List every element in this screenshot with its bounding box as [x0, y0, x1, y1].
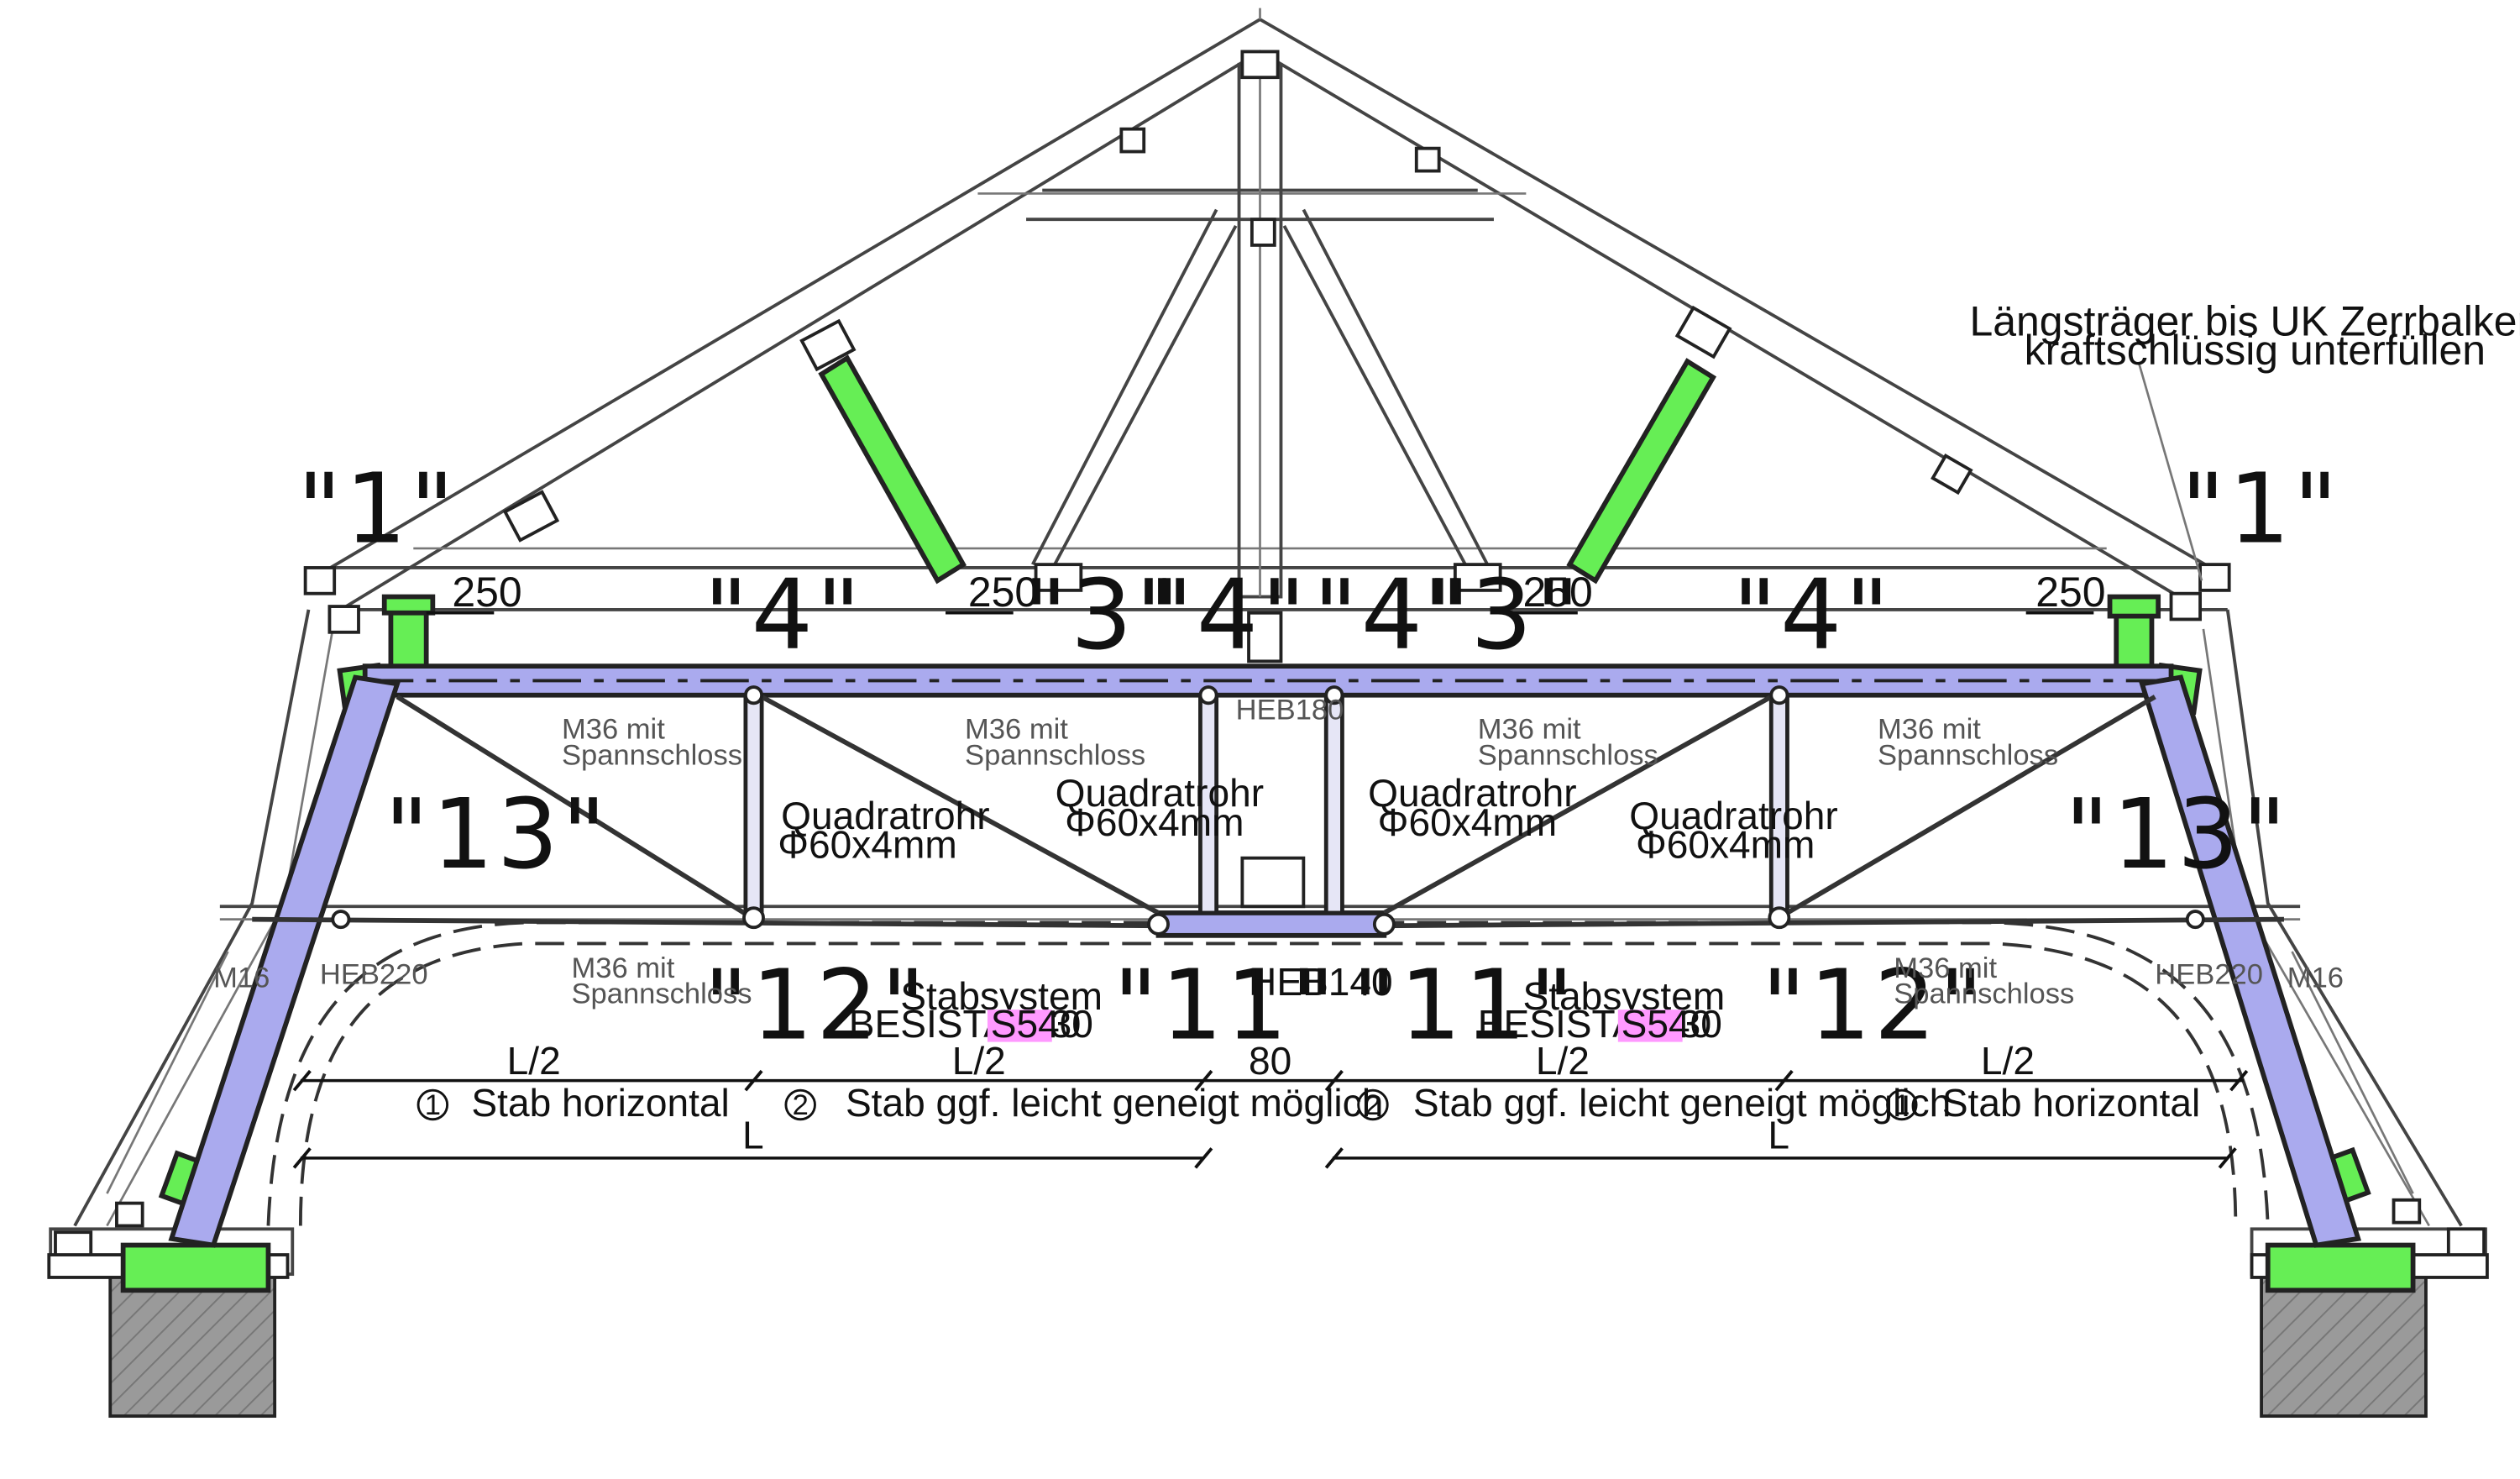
span-gap-label: 80 [1249, 1039, 1291, 1083]
quadratrohr-title: Quadratrohr [1056, 771, 1264, 815]
zone-label-3: "3" [1023, 559, 1183, 672]
rod-label-m36: M36 mit [1878, 714, 1981, 746]
rod-label-spannschloss: Spannschloss [562, 739, 742, 771]
zone-label-4: "4" [704, 559, 864, 672]
marker-2: 2 [793, 1089, 809, 1121]
quadratrohr-title: Quadratrohr [781, 794, 989, 837]
zone-label-12-left: "12" [704, 950, 929, 1062]
bolt-m16-right: M16 [2287, 962, 2344, 994]
stab-horizontal-label: Stab horizontal [1942, 1081, 2200, 1125]
marker-1: 1 [425, 1089, 441, 1121]
profile-heb220-right: HEB220 [2155, 958, 2263, 990]
masonry-walls [47, 1253, 2489, 1419]
bolt-m16-left: M16 [213, 962, 270, 994]
quadratrohr-labels: Quadratrohr Φ60x4mm Quadratrohr Φ60x4mm … [778, 771, 1837, 866]
zone-label-11-left: "11" [1113, 950, 1339, 1062]
dim-250-right: 250 [2035, 569, 2105, 616]
marker-1: 1 [1894, 1089, 1910, 1121]
profile-heb140: HEB140 [1249, 960, 1393, 1004]
marker-2: 2 [1365, 1089, 1380, 1121]
annotation-note: Längsträger bis UK Zerrbalken kraftschlü… [1969, 297, 2520, 374]
span-half-label: L/2 [952, 1039, 1006, 1083]
quadratrohr-title: Quadratrohr [1629, 794, 1837, 837]
span-full-label: L [742, 1113, 764, 1156]
tension-rods [252, 685, 2284, 936]
profile-heb180: HEB180 [1236, 694, 1344, 726]
zone-label-11-right: "11" [1352, 950, 1577, 1062]
rod-label-spannschloss: Spannschloss [1894, 978, 2074, 1010]
span-labels: L/2 L/2 80 L/2 L/2 L L 1 Stab horizontal… [417, 1039, 2200, 1156]
quadratrohr-size: Φ60x4mm [1065, 800, 1244, 844]
profile-heb220-left: HEB220 [320, 958, 428, 990]
rod-label-spannschloss: Spannschloss [1878, 739, 2058, 771]
span-half-label: L/2 [1536, 1039, 1590, 1083]
rod-label-m36: M36 mit [562, 714, 665, 746]
zone-label-13-right: "13" [2065, 779, 2290, 891]
zone-label-1-left: "1" [297, 453, 458, 565]
span-half-label: L/2 [507, 1039, 561, 1083]
purlin-blocks [54, 50, 2486, 1270]
stab-horizontal-label: Stab horizontal [471, 1081, 729, 1125]
rod-label-m36: M36 mit [1894, 952, 1997, 984]
note-line-1: Längsträger bis UK Zerrbalken [1969, 297, 2520, 344]
stabsystem-grade: S540 [1621, 1002, 1712, 1046]
stabsystem-spec: BESISTA M30 [849, 1002, 1093, 1046]
note-line-2: kraftschlüssig unterfüllen [2025, 327, 2486, 374]
steel-frame [168, 663, 2362, 1248]
rod-label-m36: M36 mit [965, 714, 1068, 746]
rod-label-spannschloss: Spannschloss [1478, 739, 1658, 771]
stabsystem-labels: Stabsystem BESISTA M30 S540 Stabsystem B… [849, 974, 1725, 1046]
zone-label-4: "4" [1313, 559, 1474, 672]
zone-label-13-left: "13" [385, 779, 610, 891]
stabsystem-grade: S540 [991, 1002, 1082, 1046]
dim-250: 250 [968, 569, 1038, 616]
dimension-lines [292, 362, 2249, 1169]
rod-label-spannschloss: Spannschloss [571, 978, 752, 1010]
rod-label-m36: M36 mit [571, 952, 674, 984]
quadratrohr-size: Φ60x4mm [778, 823, 956, 867]
rod-labels: M36 mit Spannschloss M36 mit Spannschlos… [562, 714, 2074, 1010]
span-half-label: L/2 [1981, 1039, 2035, 1083]
timber-roof-structure [49, 8, 2487, 1277]
zone-label-4: "4" [1732, 559, 1893, 672]
zone-label-1-right: "1" [2181, 453, 2341, 565]
stab-geneigt-label: Stab ggf. leicht geneigt möglich [846, 1081, 1383, 1125]
dimension-250-labels: 250 250 250 250 [452, 569, 2105, 616]
zone-labels: "1" "1" "4" "3" "4" "4" "3" "4" "13" "13… [297, 453, 2341, 1062]
profile-labels: HEB180 HEB140 HEB220 HEB220 M16 M16 [213, 694, 2344, 1003]
rod-label-spannschloss: Spannschloss [965, 739, 1145, 771]
stab-geneigt-label: Stab ggf. leicht geneigt möglich [1413, 1081, 1951, 1125]
rod-label-m36: M36 mit [1478, 714, 1581, 746]
dim-250: 250 [1523, 569, 1593, 616]
zone-label-3: "3" [1422, 559, 1583, 672]
span-full-label: L [1768, 1113, 1789, 1156]
zone-label-4: "4" [1149, 559, 1309, 672]
grade-highlight [987, 1010, 1052, 1042]
zone-label-12-right: "12" [1762, 950, 1987, 1062]
quadratrohr-size: Φ60x4mm [1378, 800, 1557, 844]
dim-250-left: 250 [452, 569, 521, 616]
grade-highlight [1617, 1010, 1683, 1042]
quadratrohr-title: Quadratrohr [1368, 771, 1576, 815]
quadratrohr-size: Φ60x4mm [1636, 823, 1815, 867]
